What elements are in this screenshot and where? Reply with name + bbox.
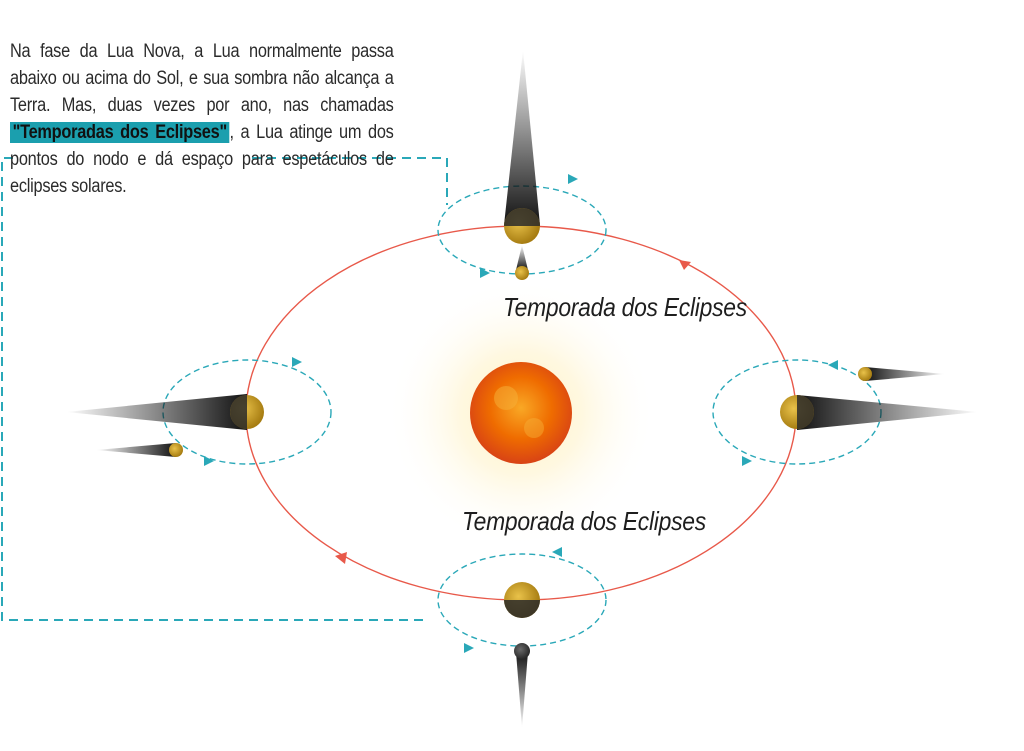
moon-shadow-right-small [865, 367, 945, 381]
moon-left [169, 443, 183, 457]
moon-right [858, 367, 872, 381]
sun-spot [524, 418, 544, 438]
intro-text-after: , a Lua atinge um dos pontos do nodo e d… [10, 122, 394, 197]
orbit-arrow-bottom-left [335, 552, 347, 564]
moon-orbit-arrow [204, 456, 214, 466]
eclipse-season-label-top: Temporada dos Eclipses [503, 292, 747, 322]
moon-orbit-arrow [480, 268, 490, 278]
orbit-arrow-top-right [679, 260, 691, 270]
moon-orbit-arrow [828, 360, 838, 370]
moon-orbit-arrow [742, 456, 752, 466]
moon-shadow-left [66, 394, 247, 430]
earth-bottom-shadow [504, 600, 540, 618]
moon-orbit-arrow [464, 643, 474, 653]
moon-orbit-arrow [568, 174, 578, 184]
intro-paragraph: Na fase da Lua Nova, a Lua normalmente p… [10, 38, 394, 200]
moon-bottom [514, 643, 530, 659]
moon-shadow-top [504, 50, 540, 225]
sun [470, 362, 572, 464]
eclipse-season-highlight: "Temporadas dos Eclipses" [10, 122, 230, 143]
earth-top-shadow [504, 208, 540, 226]
sun-spot [494, 386, 518, 410]
eclipse-season-label-bottom: Temporada dos Eclipses [462, 506, 706, 536]
moon-orbit-arrow [552, 547, 562, 557]
earth-right-shadow [797, 395, 814, 429]
earth-left-shadow [230, 395, 247, 429]
moon-top [515, 266, 529, 280]
moon-shadow-bottom [516, 652, 528, 728]
moon-orbit-arrow [292, 357, 302, 367]
connector-line [252, 157, 448, 205]
moon-shadow-top-small [516, 245, 528, 270]
moon-orbit-left [162, 359, 332, 465]
connector-line-left [1, 157, 425, 621]
intro-text-before: Na fase da Lua Nova, a Lua normalmente p… [10, 41, 394, 116]
moon-shadow-left-small [96, 443, 176, 457]
moon-shadow-right [797, 395, 978, 430]
